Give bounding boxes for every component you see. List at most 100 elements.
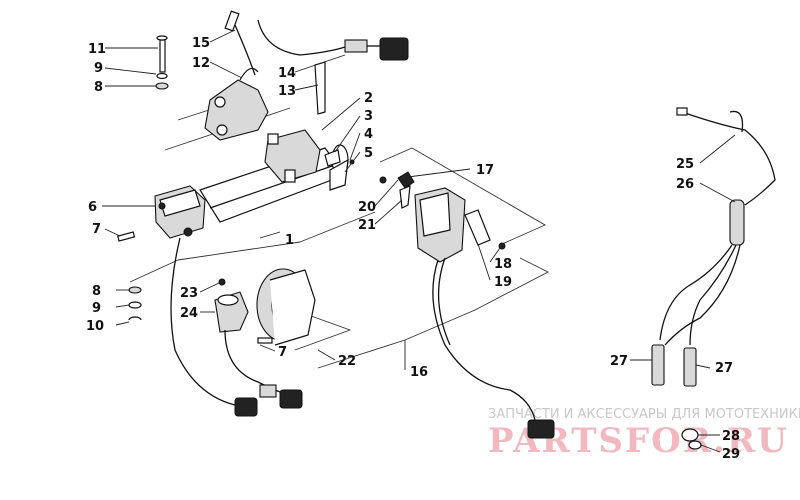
lead-14 (257, 19, 346, 56)
dial-rim (269, 269, 316, 346)
sleeve-26 (729, 199, 745, 246)
leader-19 (477, 243, 491, 281)
spring-3 (324, 149, 341, 167)
callout-18: 18 (494, 257, 512, 272)
left-harness (170, 237, 303, 417)
connector-mid (259, 384, 277, 398)
leader-4 (349, 132, 361, 161)
callout-10: 10 (86, 319, 104, 334)
harness-16 (432, 259, 536, 421)
screw-7b (257, 337, 273, 344)
screw-7a (117, 231, 136, 242)
plug-27a (651, 344, 665, 386)
callout-3: 3 (364, 109, 373, 124)
connector-16 (527, 419, 555, 439)
callout-9: 9 (94, 61, 103, 76)
bracket-12 (204, 79, 269, 141)
switch-assembly (264, 129, 355, 191)
leader-26 (699, 182, 736, 203)
frame-line (299, 211, 376, 243)
clip-20 (397, 171, 415, 189)
callout-24: 24 (180, 306, 198, 321)
leader-17 (399, 168, 471, 179)
washer-9b (128, 301, 142, 309)
clip-21 (399, 185, 411, 209)
leader-23 (199, 282, 220, 293)
callout-9b: 9 (92, 301, 101, 316)
leader-15 (209, 29, 236, 43)
callout-12: 12 (192, 56, 210, 71)
wire-26c (664, 244, 741, 346)
connector-14 (344, 39, 368, 53)
leader-9 (104, 67, 157, 75)
leader-7a (104, 228, 121, 237)
switch-body (264, 129, 321, 183)
leader-3 (334, 115, 361, 153)
leader-7b (259, 344, 276, 352)
leader-lines (102, 29, 736, 453)
loop-25 (729, 110, 744, 133)
screw-20 (379, 176, 387, 184)
frame-line (129, 259, 179, 283)
leader-25 (699, 134, 736, 164)
clip-5 (329, 158, 349, 191)
switch-terminal (284, 169, 296, 183)
housing-screw (183, 227, 193, 237)
wire-26a (659, 244, 733, 341)
callout-26: 26 (676, 177, 694, 192)
callout-25: 25 (676, 157, 694, 172)
throttle-housing (154, 144, 349, 239)
connector-left (234, 397, 258, 417)
bolt-11 (159, 39, 166, 73)
clip-10 (128, 316, 142, 321)
callout-13: 13 (278, 84, 296, 99)
grip-harness (651, 107, 776, 450)
callout-6: 6 (88, 200, 97, 215)
screw-18 (498, 242, 506, 250)
leader-21 (374, 199, 403, 225)
screw-23 (218, 278, 226, 286)
leader-1 (259, 231, 281, 239)
callout-27a: 27 (610, 354, 628, 369)
callout-8b: 8 (92, 284, 101, 299)
leader-10 (115, 321, 130, 326)
callout-2: 2 (364, 91, 373, 106)
callout-16: 16 (410, 365, 428, 380)
callout-5: 5 (364, 146, 373, 161)
leader-29 (700, 444, 721, 453)
wire-26b (689, 244, 737, 346)
washer-9 (156, 72, 168, 80)
lever-assembly (379, 171, 506, 263)
housing-face (419, 192, 451, 237)
callout-20: 20 (358, 200, 376, 215)
oring-29 (688, 440, 702, 450)
housing-top (159, 189, 201, 217)
housing-pin (158, 202, 166, 210)
lead-15 (234, 24, 256, 76)
left-hardware (117, 231, 142, 321)
strap-13 (314, 61, 326, 115)
switch-terminal (267, 133, 279, 145)
leader-2 (321, 97, 361, 131)
leader-14 (294, 54, 346, 73)
leader-18 (489, 247, 501, 263)
callout-labels: 11 9 8 15 12 14 13 2 3 4 5 6 7 1 17 20 2… (86, 36, 740, 462)
leader-22 (317, 349, 336, 361)
callout-15: 15 (192, 36, 210, 51)
leader-27b (695, 364, 711, 369)
lever-19 (464, 209, 491, 246)
callout-7a: 7 (92, 222, 101, 237)
frame-22 (294, 311, 352, 351)
callout-27b: 27 (715, 361, 733, 376)
callout-8: 8 (94, 80, 103, 95)
frame-line (177, 241, 301, 261)
nut-8 (155, 82, 169, 90)
harness-16b (437, 257, 451, 346)
callout-1: 1 (285, 233, 294, 248)
callout-14: 14 (278, 66, 296, 81)
leader-9b (115, 304, 130, 308)
callout-17: 17 (476, 163, 494, 178)
dial-assembly (214, 268, 316, 346)
plug-14 (379, 37, 409, 61)
